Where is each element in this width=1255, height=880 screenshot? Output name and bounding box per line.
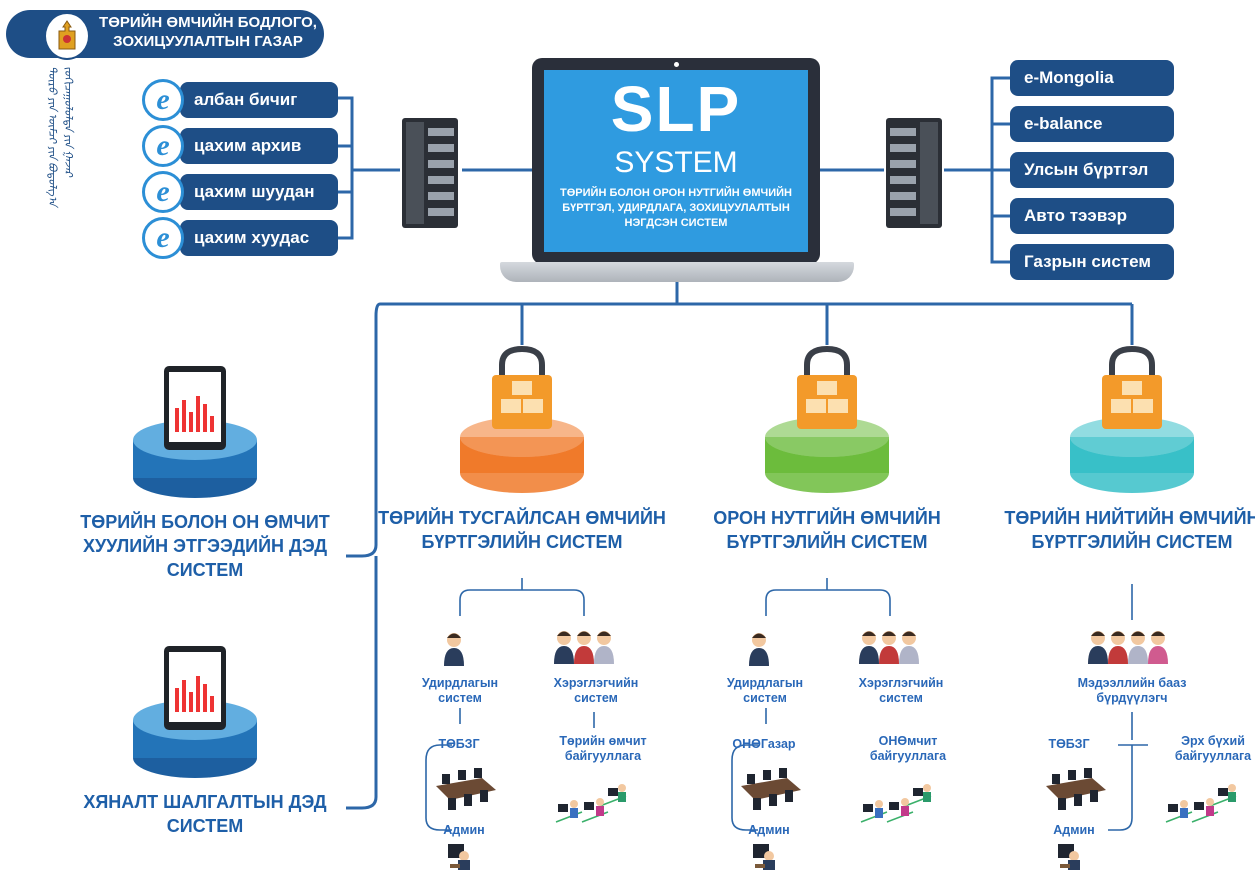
e-icon: e: [142, 79, 184, 121]
left-service-item: цахим шуудан: [180, 174, 338, 210]
role-label: Удирдлагын систем: [421, 676, 499, 705]
left-service-item: цахим архив: [180, 128, 338, 164]
laptop-screen: [544, 70, 808, 252]
left-service-item: албан бичиг: [180, 82, 338, 118]
right-service-item: e-balance: [1010, 106, 1174, 142]
state-emblem-icon: [44, 12, 90, 60]
sub-right-label: Эрх бүхий байгууллага: [1174, 734, 1252, 763]
e-icon: e: [142, 171, 184, 213]
sub-right-label: Төрийн өмчит байгууллага: [559, 734, 647, 763]
core-subtitle: SYSTEM: [614, 146, 738, 179]
right-service-item: Авто тээвэр: [1010, 198, 1174, 234]
tablet-pedestal-icon: [133, 646, 257, 778]
sub-right-label: ОНӨмчит байгууллага: [869, 734, 947, 763]
org-title: ТӨРИЙН ӨМЧИЙН БОДЛОГО, ЗОХИЦУУЛАЛТЫН ГАЗ…: [99, 14, 317, 50]
meeting-desks-icon: [1046, 768, 1106, 810]
admin-label: Админ: [1053, 823, 1095, 837]
server-icon: [886, 118, 942, 228]
registry-title: ОРОН НУТГИЙН ӨМЧИЙН БҮРТГЭЛИЙН СИСТЕМ: [713, 508, 941, 552]
sub-left-label: ТӨБЗГ: [438, 737, 480, 751]
users-icon: [1088, 631, 1168, 664]
workstations-icon: [1165, 784, 1237, 823]
e-icon: e: [142, 217, 184, 259]
server-icon: [402, 118, 458, 228]
admin-label: Админ: [443, 823, 485, 837]
lock-pedestal-icon: [765, 345, 889, 493]
core-description: ТӨРИЙН БОЛОН ОРОН НУТГИЙН ӨМЧИЙН БҮРТГЭЛ…: [560, 187, 792, 229]
role-label: Удирдлагын систем: [726, 676, 804, 705]
admin-workstation-icon: [1058, 844, 1080, 870]
tablet-pedestal-icon: [133, 366, 257, 498]
admin-workstation-icon: [448, 844, 470, 870]
role-label: Хэрэглэгчийн систем: [858, 676, 944, 705]
role-label: Хэрэглэгчийн систем: [553, 676, 639, 705]
manager-icon: [749, 633, 769, 666]
workstations-icon: [860, 784, 932, 823]
lock-pedestal-icon: [460, 345, 584, 493]
camera-dot: [674, 62, 679, 67]
registry-title: ТӨРИЙН ТУСГАЙЛСАН ӨМЧИЙН БҮРТГЭЛИЙН СИСТ…: [378, 508, 666, 552]
laptop-base: [500, 262, 854, 282]
users-icon: [859, 631, 919, 664]
users-icon: [554, 631, 614, 664]
sub-left-label: ОНӨГазар: [732, 737, 796, 751]
lock-pedestal-icon: [1070, 345, 1194, 493]
right-service-item: e-Mongolia: [1010, 60, 1174, 96]
workstations-icon: [555, 784, 627, 823]
subsystem-title: ТӨРИЙН БОЛОН ОН ӨМЧИТ ХУУЛИЙН ЭТГЭЭДИЙН …: [80, 512, 330, 580]
admin-workstation-icon: [753, 844, 775, 870]
sub-left-label: ТӨБЗГ: [1048, 737, 1090, 751]
org-mongol-script: ᠲᠥᠷᠥ ᠶᠢᠨ ᠥᠮᠴᠢ ᠶᠢᠨ ᠪᠣᠳᠣᠯᠭ᠎ᠠ ᠵᠣᠬᠢᠴᠠᠭᠤᠯᠤᠯᠲᠠ…: [46, 66, 74, 207]
meeting-desks-icon: [436, 768, 496, 810]
core-title: SLP: [610, 73, 742, 145]
subsystem-title: ХЯНАЛТ ШАЛГАЛТЫН ДЭД СИСТЕМ: [83, 792, 327, 836]
registry-title: ТӨРИЙН НИЙТИЙН ӨМЧИЙН БҮРТГЭЛИЙН СИСТЕМ: [1004, 508, 1255, 552]
meeting-desks-icon: [741, 768, 801, 810]
e-icon: e: [142, 125, 184, 167]
left-service-item: цахим хуудас: [180, 220, 338, 256]
right-service-item: Газрын систем: [1010, 244, 1174, 280]
manager-icon: [444, 633, 464, 666]
right-service-item: Улсын бүртгэл: [1010, 152, 1174, 188]
role-label: Мэдээллийн бааз бүрдүүлэгч: [1077, 676, 1187, 705]
admin-label: Админ: [748, 823, 790, 837]
